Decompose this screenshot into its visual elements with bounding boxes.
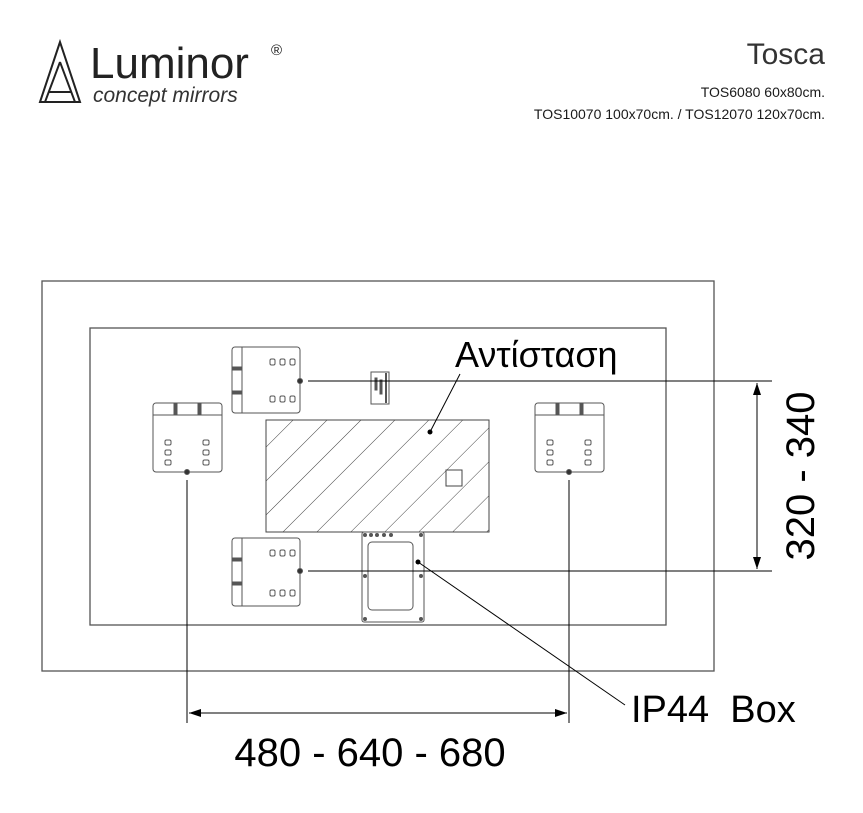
mirror-inner-frame <box>89 327 667 626</box>
model-line-2: TOS10070 100x70cm. / TOS12070 120x70cm. <box>533 106 825 122</box>
led-driver-bottom <box>231 537 303 607</box>
product-title: Tosca <box>746 38 825 71</box>
heater-connector <box>445 469 463 487</box>
led-driver-right <box>534 402 605 475</box>
horizontal-dimension-label: 480 - 640 - 680 <box>234 731 505 775</box>
ip44-box <box>361 531 425 623</box>
mirror-outer-frame <box>41 280 715 672</box>
brand-name: Luminor <box>90 39 249 88</box>
registered-mark: ® <box>271 42 283 59</box>
led-driver-left <box>152 402 223 475</box>
ip44-box-label: IP44 Box <box>631 689 796 731</box>
vertical-dimension-label: 320 - 340 <box>779 391 823 560</box>
model-line-1: TOS6080 60x80cm. <box>700 84 825 100</box>
brand-tagline: concept mirrors <box>93 84 238 107</box>
logo-triangle-icon <box>38 38 82 103</box>
touch-switch-module <box>370 371 390 405</box>
led-driver-top <box>231 346 303 414</box>
heater-label: Αντίσταση <box>455 334 618 375</box>
dimension-lines <box>186 373 772 723</box>
